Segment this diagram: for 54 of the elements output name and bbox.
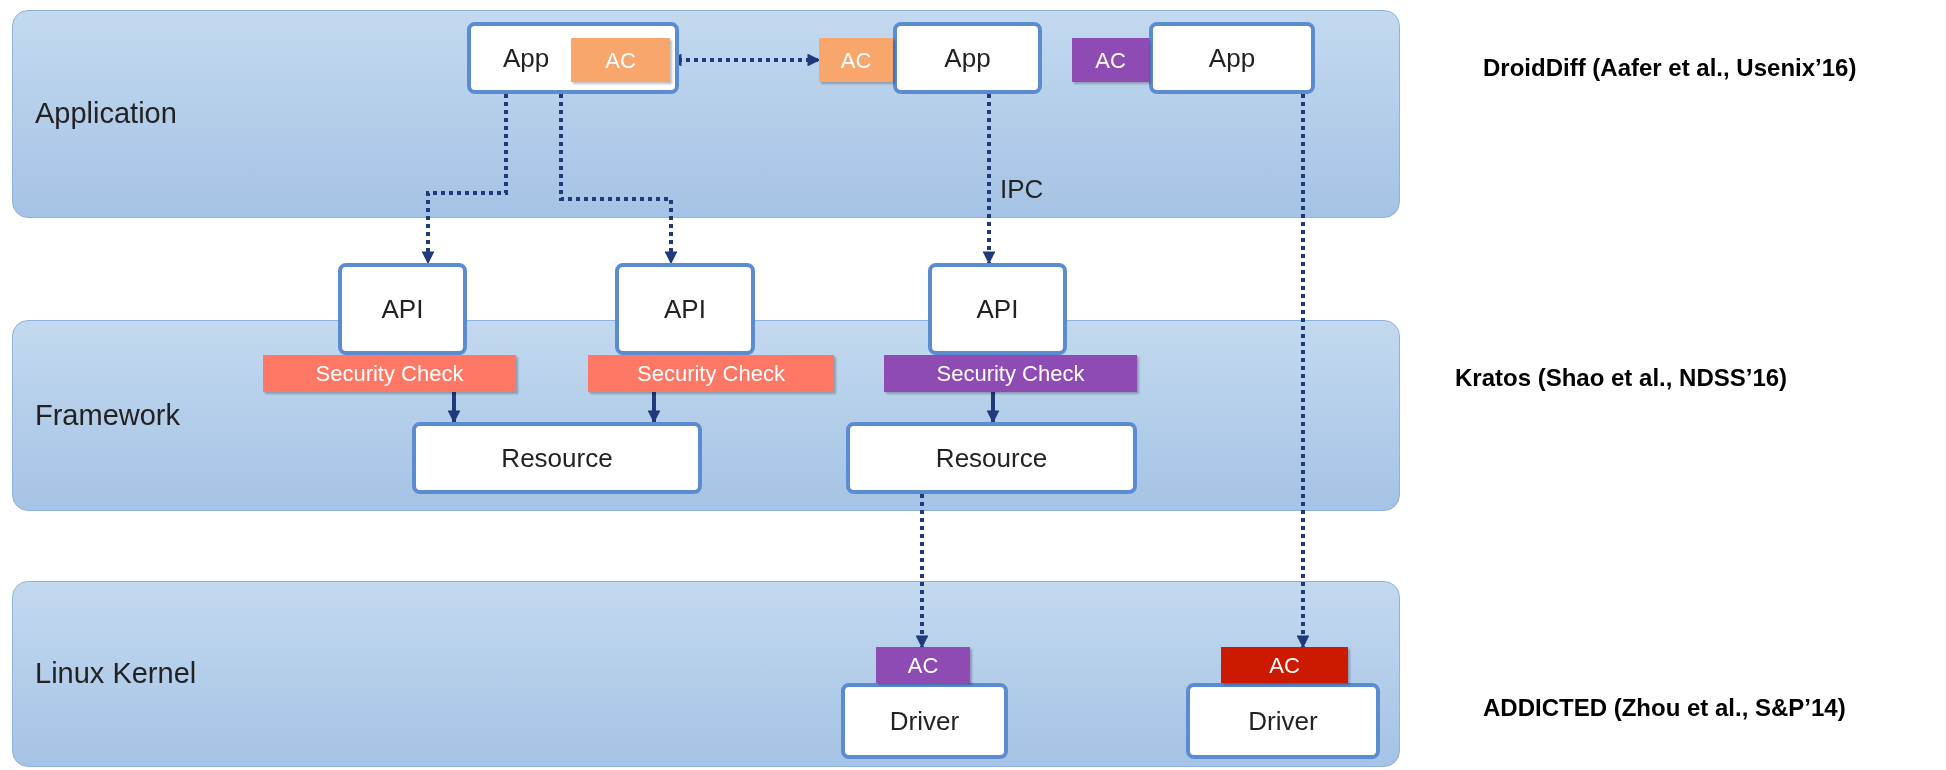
security-check-bar [588, 355, 834, 392]
arrow [559, 94, 678, 265]
access-control-tag [571, 38, 670, 82]
component-label: API [381, 292, 424, 326]
component-box [1186, 683, 1380, 759]
access-control-tag [1221, 647, 1348, 683]
component-label: App [1208, 41, 1256, 75]
component-label: AC [1095, 46, 1126, 75]
component-label: Resource [935, 441, 1048, 475]
component-label: AC [907, 651, 939, 680]
component-box [928, 263, 1067, 355]
layer-band [12, 581, 1400, 767]
component-box [615, 263, 755, 355]
citation-label: ADDICTED (Zhou et al., S&P’14) [1483, 693, 1846, 723]
access-control-tag [876, 647, 970, 683]
layer-label: Linux Kernel [35, 656, 197, 692]
arrow [915, 494, 929, 649]
citation-label: Kratos (Shao et al., NDSS’16) [1455, 363, 1788, 393]
component-box [893, 22, 1042, 94]
component-box [841, 683, 1008, 759]
component-label: AC [605, 46, 636, 75]
component-box [467, 22, 679, 94]
component-label: API [976, 292, 1019, 326]
citation-label: DroidDiff (Aafer et al., Usenix’16) [1483, 53, 1857, 83]
component-label: API [664, 292, 706, 326]
component-label: AC [840, 46, 872, 75]
component-box [412, 422, 702, 494]
layer-label: Framework [35, 397, 180, 433]
component-label: Driver [889, 704, 960, 738]
arrow [1296, 94, 1310, 649]
arrow [647, 392, 661, 424]
component-label: Driver [1248, 704, 1318, 738]
access-control-tag [1072, 38, 1149, 82]
component-label: Security Check [936, 360, 1085, 388]
component-label: Security Check [637, 360, 785, 388]
arrow [986, 392, 1000, 424]
layer-band [12, 320, 1400, 511]
layer-label: Application [35, 96, 177, 132]
arrow [421, 94, 508, 265]
arrow [447, 392, 461, 424]
component-box [846, 422, 1137, 494]
layer-band [12, 10, 1400, 218]
security-check-bar [884, 355, 1137, 392]
component-box [1149, 22, 1315, 94]
arrow [982, 94, 996, 265]
component-label: Security Check [315, 360, 464, 388]
edge-label: IPC [1000, 173, 1044, 206]
component-box [338, 263, 467, 355]
component-label: AC [1269, 651, 1300, 680]
component-label: Resource [501, 441, 613, 475]
security-check-bar [263, 355, 516, 392]
component-label: App [944, 41, 991, 75]
access-control-tag [819, 38, 893, 82]
component-label: App [503, 41, 550, 75]
